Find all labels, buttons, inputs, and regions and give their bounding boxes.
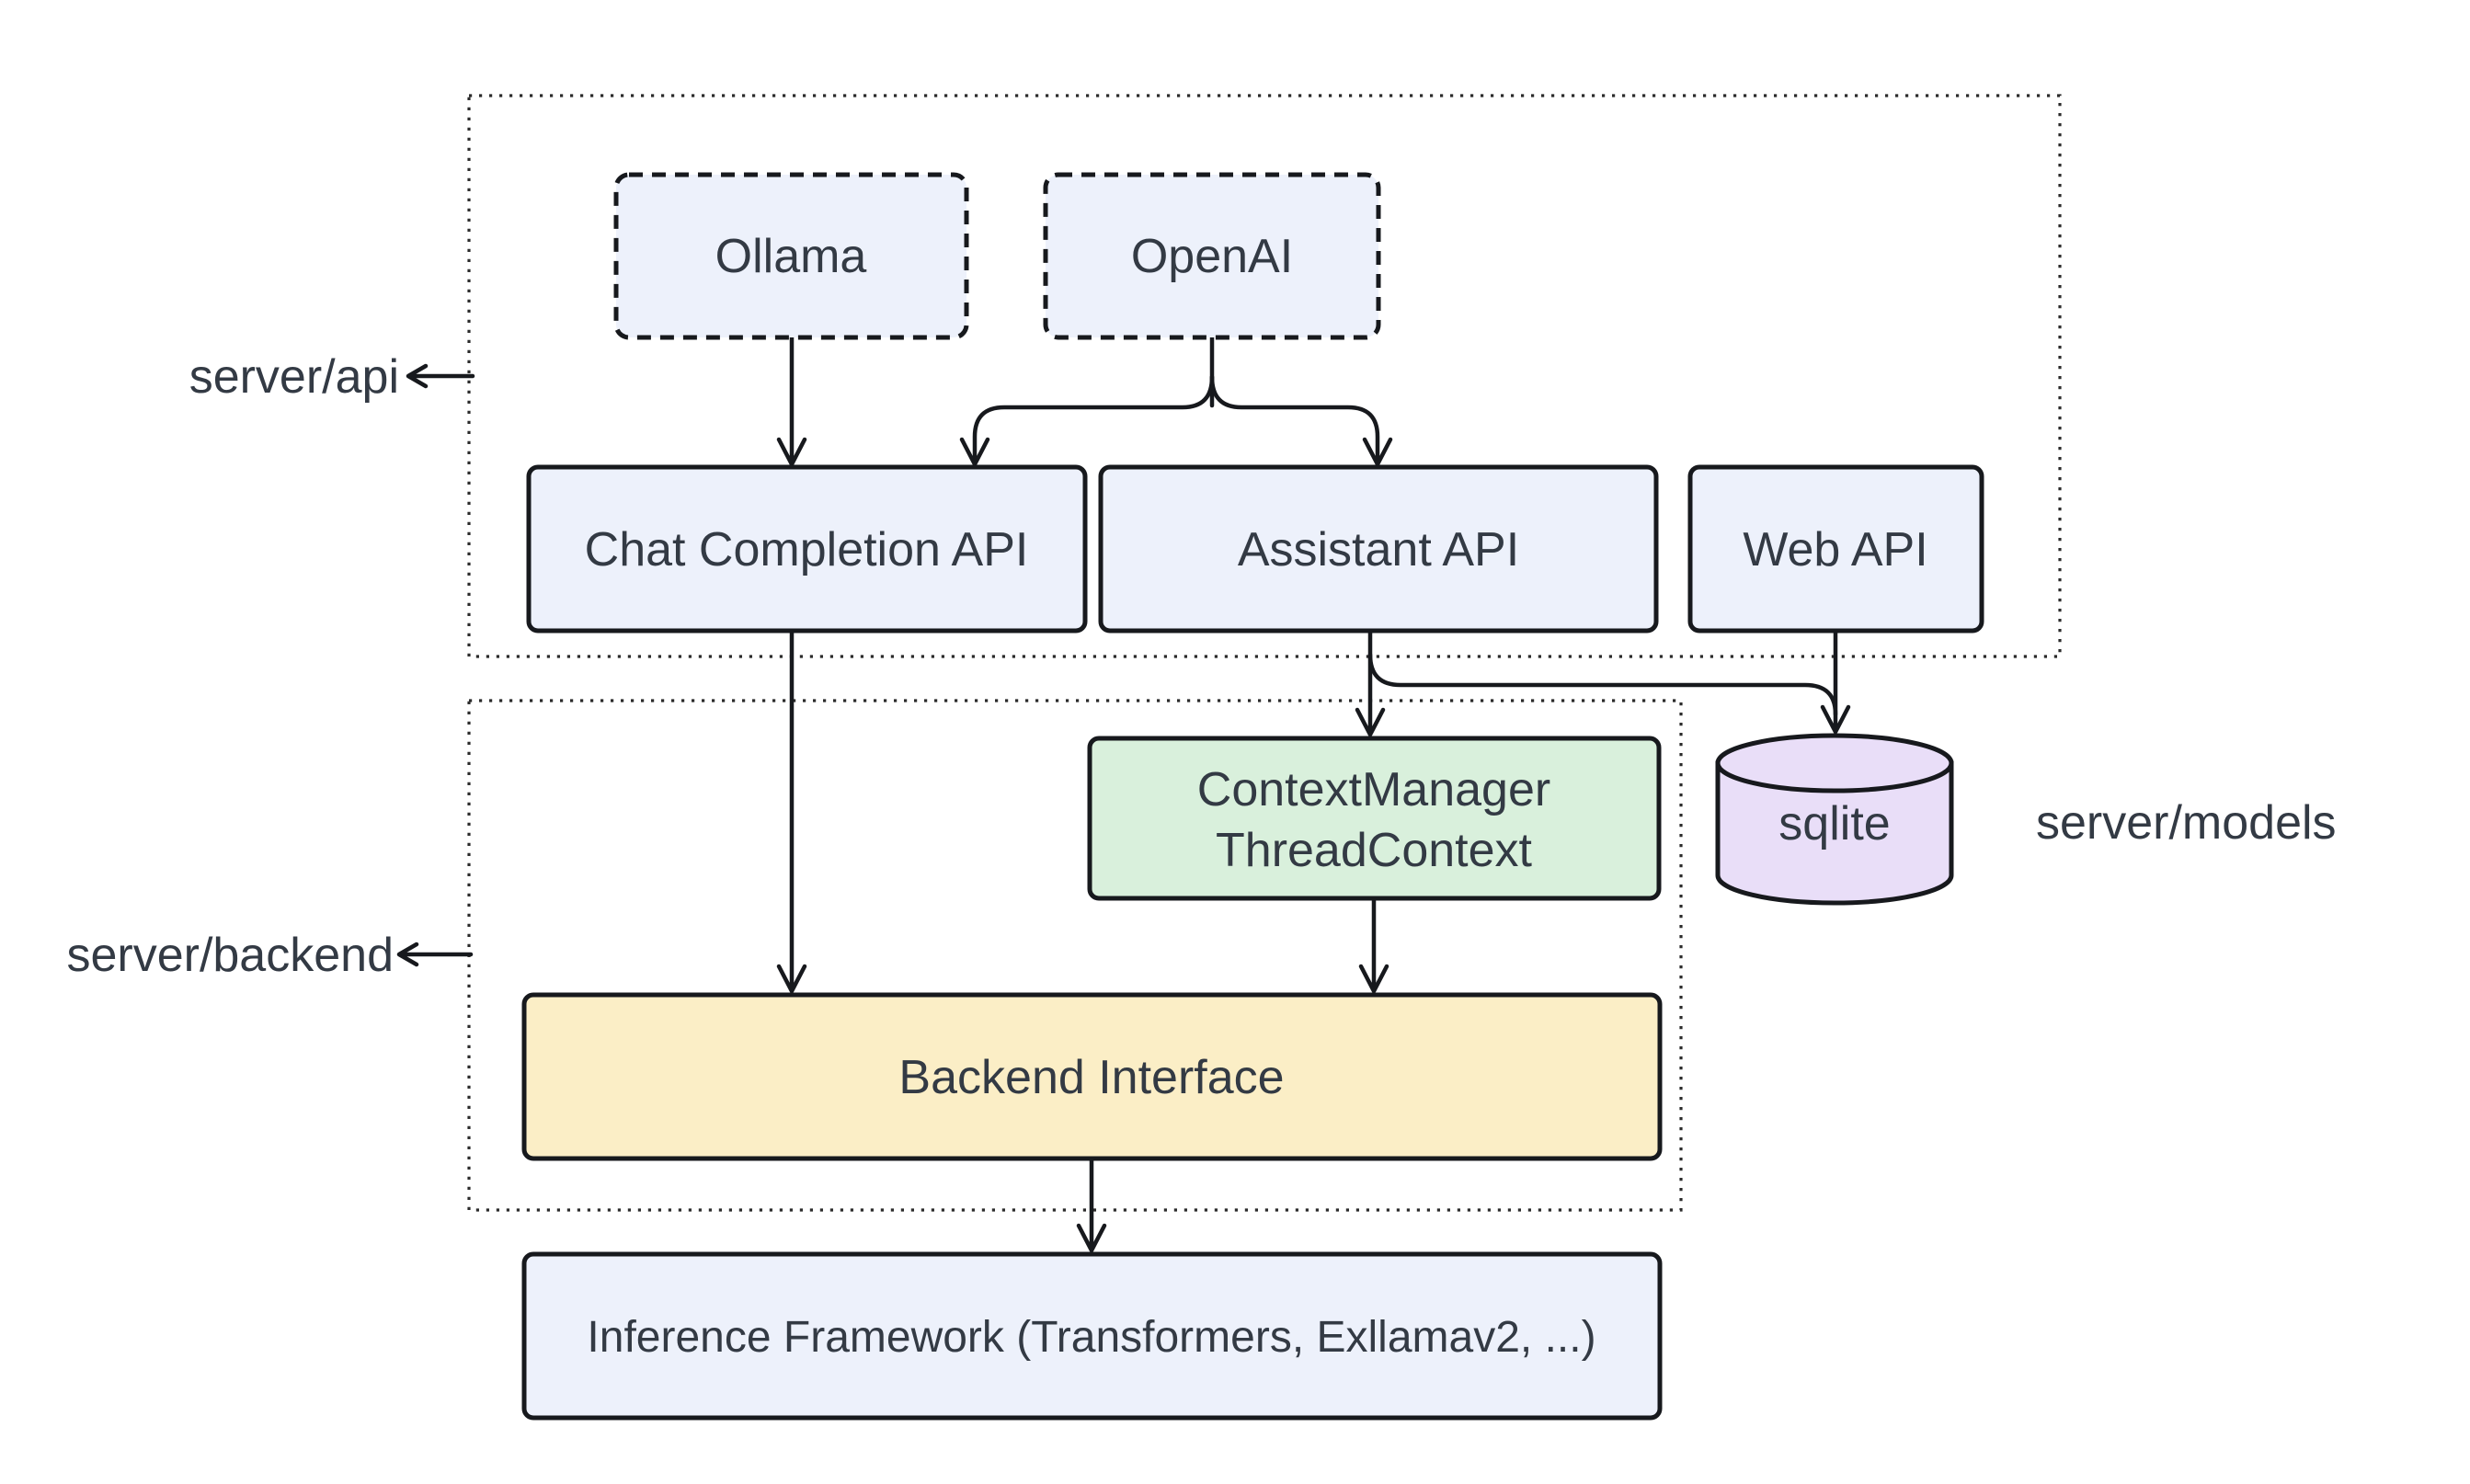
node-ollama: Ollama [613,172,969,340]
node-chat-completion-api: Chat Completion API [526,464,1088,634]
edge-ollama-to-chat-completion-api [776,335,807,467]
ollama-label: Ollama [715,230,867,283]
edge-context-manager-to-backend-interface [1358,896,1389,994]
ollama-box [613,172,969,340]
edge-openai-to-chat-completion-api [959,374,1215,467]
assistant-api-box [1098,464,1659,634]
backend-interface-label: Backend Interface [898,1051,1284,1104]
web-api-box [1687,464,1984,634]
edge-web-api-to-sqlite [1820,628,1851,735]
node-openai: OpenAI [1043,172,1381,340]
edge-openai-to-assistant-api [1209,374,1393,467]
sqlite-label: sqlite [1778,797,1890,850]
node-context-manager: ContextManager ThreadContext [1087,736,1662,901]
server-models-side-label: server/models [2036,796,2337,850]
edge-chat-completion-api-to-backend-interface [776,628,807,994]
context-manager-label-line2: ThreadContext [1216,824,1533,877]
inference-framework-box [521,1251,1663,1421]
openai-label: OpenAI [1131,230,1293,283]
edge-assistant-api-to-sqlite-branch [1367,652,1838,717]
sqlite-cylinder-body [1715,760,1954,906]
server-api-side-label: server/api [189,350,399,404]
node-assistant-api: Assistant API [1098,464,1659,634]
node-backend-interface: Backend Interface [521,992,1663,1161]
inference-framework-label: Inference Framework (Transformers, Exlla… [587,1313,1595,1362]
backend-interface-box [521,992,1663,1161]
assistant-api-label: Assistant API [1238,523,1519,576]
chat-completion-api-label: Chat Completion API [585,523,1029,576]
edge-assistant-api-to-context-manager [1355,628,1386,737]
sqlite-cylinder-top [1715,733,1954,793]
node-web-api: Web API [1687,464,1984,634]
context-manager-box [1087,736,1662,901]
chat-completion-api-box [526,464,1088,634]
server-api-container [467,94,2062,658]
web-api-label: Web API [1743,523,1927,576]
openai-box [1043,172,1381,340]
node-sqlite: sqlite [1715,733,1954,906]
edge-backend-interface-to-inference-framework [1076,1156,1107,1253]
node-inference-framework: Inference Framework (Transformers, Exlla… [521,1251,1663,1421]
server-backend-side-label: server/backend [66,929,394,982]
server-backend-pointer-arrow [396,942,474,967]
context-manager-label-line1: ContextManager [1197,763,1550,816]
server-api-pointer-arrow [406,363,475,389]
